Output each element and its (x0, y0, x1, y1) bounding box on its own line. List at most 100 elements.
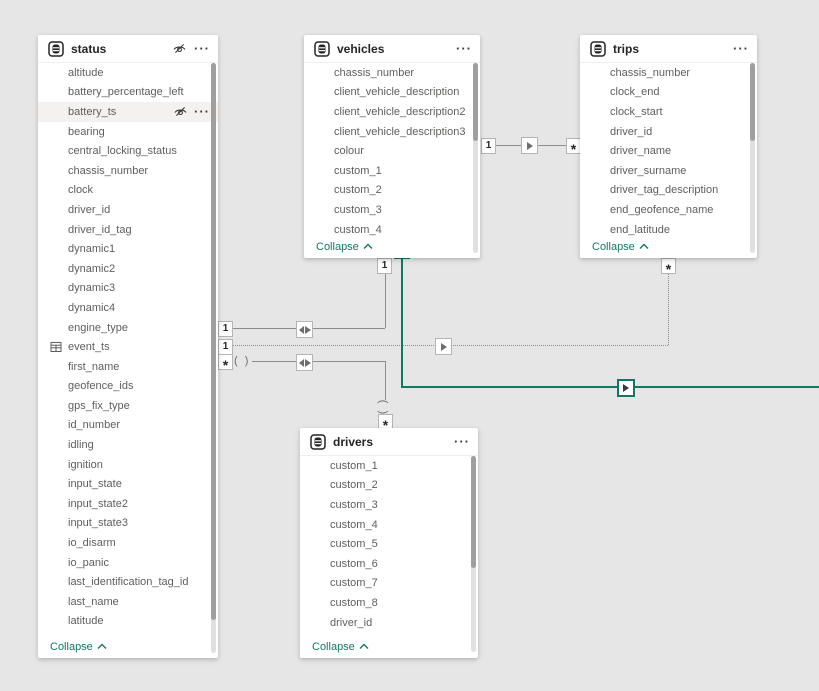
field-item-custom_4[interactable]: custom_4 (300, 515, 478, 535)
field-item-id_number[interactable]: id_number (38, 416, 218, 436)
field-item-custom_6[interactable]: custom_6 (300, 554, 478, 574)
field-item-engine_type[interactable]: engine_type (38, 318, 218, 338)
relationship-line-selected[interactable] (401, 386, 819, 388)
field-item-custom_4[interactable]: custom_4 (304, 220, 480, 240)
field-label: custom_1 (334, 164, 382, 177)
field-label: custom_3 (334, 203, 382, 216)
field-item-io_panic[interactable]: io_panic (38, 553, 218, 573)
field-item-dynamic2[interactable]: dynamic2 (38, 259, 218, 279)
field-item-input_state[interactable]: input_state (38, 474, 218, 494)
table-header-drivers[interactable]: drivers ··· (300, 428, 478, 456)
collapse-link[interactable]: Collapse (316, 241, 373, 253)
table-header-status[interactable]: status ··· (38, 35, 218, 63)
filter-direction-icon-selected[interactable] (617, 379, 635, 397)
filter-direction-icon[interactable] (435, 338, 452, 355)
scrollbar-track[interactable] (750, 63, 755, 253)
field-item-colour[interactable]: colour (304, 141, 480, 161)
field-item-io_disarm[interactable]: io_disarm (38, 533, 218, 553)
field-item-driver_surname[interactable]: driver_surname (580, 161, 757, 181)
field-item-battery_ts[interactable]: battery_ts··· (38, 102, 218, 122)
filter-both-directions-icon[interactable] (296, 321, 313, 338)
relationship-line-status-drivers[interactable] (252, 361, 385, 362)
field-item-latitude[interactable]: latitude (38, 612, 218, 632)
field-item-custom_3[interactable]: custom_3 (304, 200, 480, 220)
field-item-clock_start[interactable]: clock_start (580, 102, 757, 122)
more-options-icon[interactable]: ··· (733, 40, 749, 56)
field-item-driver_tag_description[interactable]: driver_tag_description (580, 181, 757, 201)
field-item-input_state3[interactable]: input_state3 (38, 514, 218, 534)
field-item-event_ts[interactable]: event_ts (38, 337, 218, 357)
field-item-central_locking_status[interactable]: central_locking_status (38, 141, 218, 161)
field-item-driver_id[interactable]: driver_id (580, 122, 757, 142)
field-item-driver_id[interactable]: driver_id (38, 200, 218, 220)
chevron-up-icon (363, 241, 373, 253)
field-item-custom_1[interactable]: custom_1 (300, 456, 478, 476)
field-item-custom_3[interactable]: custom_3 (300, 495, 478, 515)
scrollbar-track[interactable] (473, 63, 478, 253)
field-item-last_identification_tag_id[interactable]: last_identification_tag_id (38, 572, 218, 592)
field-item-client_vehicle_description[interactable]: client_vehicle_description (304, 83, 480, 103)
relationship-line-status-drivers[interactable] (385, 361, 386, 400)
table-header-vehicles[interactable]: vehicles ··· (304, 35, 480, 63)
field-item-end_geofence_name[interactable]: end_geofence_name (580, 200, 757, 220)
field-item-driver_id_tag[interactable]: driver_id_tag (38, 220, 218, 240)
field-item-driver_name[interactable]: driver_name (580, 141, 757, 161)
more-options-icon[interactable]: ··· (456, 40, 472, 56)
table-card-vehicles[interactable]: vehicles ··· chassis_number client_vehicl… (304, 35, 480, 258)
field-item-input_state2[interactable]: input_state2 (38, 494, 218, 514)
field-item-custom_2[interactable]: custom_2 (304, 181, 480, 201)
field-label: driver_id (68, 203, 111, 216)
collapse-link[interactable]: Collapse (312, 641, 369, 653)
table-grid-icon (50, 341, 62, 353)
collapse-link[interactable]: Collapse (50, 641, 107, 653)
field-item-idling[interactable]: idling (38, 435, 218, 455)
field-item-custom_5[interactable]: custom_5 (300, 534, 478, 554)
scrollbar-thumb[interactable] (473, 63, 478, 141)
more-options-icon[interactable]: ··· (454, 433, 470, 449)
field-item-bearing[interactable]: bearing (38, 122, 218, 142)
field-item-dynamic3[interactable]: dynamic3 (38, 279, 218, 299)
field-item-clock_end[interactable]: clock_end (580, 83, 757, 103)
more-options-icon[interactable]: ··· (194, 40, 210, 56)
field-label: chassis_number (334, 66, 415, 79)
relationship-line-status-vehicles[interactable] (385, 272, 386, 328)
filter-direction-icon[interactable] (521, 137, 538, 154)
field-item-ignition[interactable]: ignition (38, 455, 218, 475)
field-item-client_vehicle_description2[interactable]: client_vehicle_description2 (304, 102, 480, 122)
field-item-custom_8[interactable]: custom_8 (300, 593, 478, 613)
more-options-icon[interactable]: ··· (194, 103, 210, 119)
table-header-trips[interactable]: trips ··· (580, 35, 757, 63)
scrollbar-thumb[interactable] (750, 63, 755, 141)
field-item-end_latitude[interactable]: end_latitude (580, 220, 757, 240)
field-item-clock[interactable]: clock (38, 181, 218, 201)
relationship-line-status-trips-inactive[interactable] (668, 272, 669, 345)
field-item-chassis_number[interactable]: chassis_number (304, 63, 480, 83)
scrollbar-thumb[interactable] (471, 456, 476, 568)
collapse-link[interactable]: Collapse (592, 241, 649, 253)
field-item-gps_fix_type[interactable]: gps_fix_type (38, 396, 218, 416)
scrollbar-thumb[interactable] (211, 63, 216, 620)
hidden-eye-icon[interactable] (173, 104, 188, 119)
field-item-custom_1[interactable]: custom_1 (304, 161, 480, 181)
field-item-custom_7[interactable]: custom_7 (300, 574, 478, 594)
relationship-line-selected[interactable] (401, 257, 403, 387)
filter-both-directions-icon[interactable] (296, 354, 313, 371)
field-item-custom_2[interactable]: custom_2 (300, 476, 478, 496)
cardinality-label: 1 (218, 339, 233, 355)
field-item-client_vehicle_description3[interactable]: client_vehicle_description3 (304, 122, 480, 142)
field-item-altitude[interactable]: altitude (38, 63, 218, 83)
field-item-last_name[interactable]: last_name (38, 592, 218, 612)
hidden-eye-icon[interactable] (172, 41, 187, 56)
field-item-dynamic1[interactable]: dynamic1 (38, 239, 218, 259)
field-item-driver_id[interactable]: driver_id (300, 613, 478, 633)
field-item-chassis_number[interactable]: chassis_number (38, 161, 218, 181)
field-item-geofence_ids[interactable]: geofence_ids (38, 377, 218, 397)
field-item-chassis_number[interactable]: chassis_number (580, 63, 757, 83)
field-item-battery_percentage_left[interactable]: battery_percentage_left (38, 83, 218, 103)
field-item-first_name[interactable]: first_name (38, 357, 218, 377)
field-item-dynamic4[interactable]: dynamic4 (38, 298, 218, 318)
